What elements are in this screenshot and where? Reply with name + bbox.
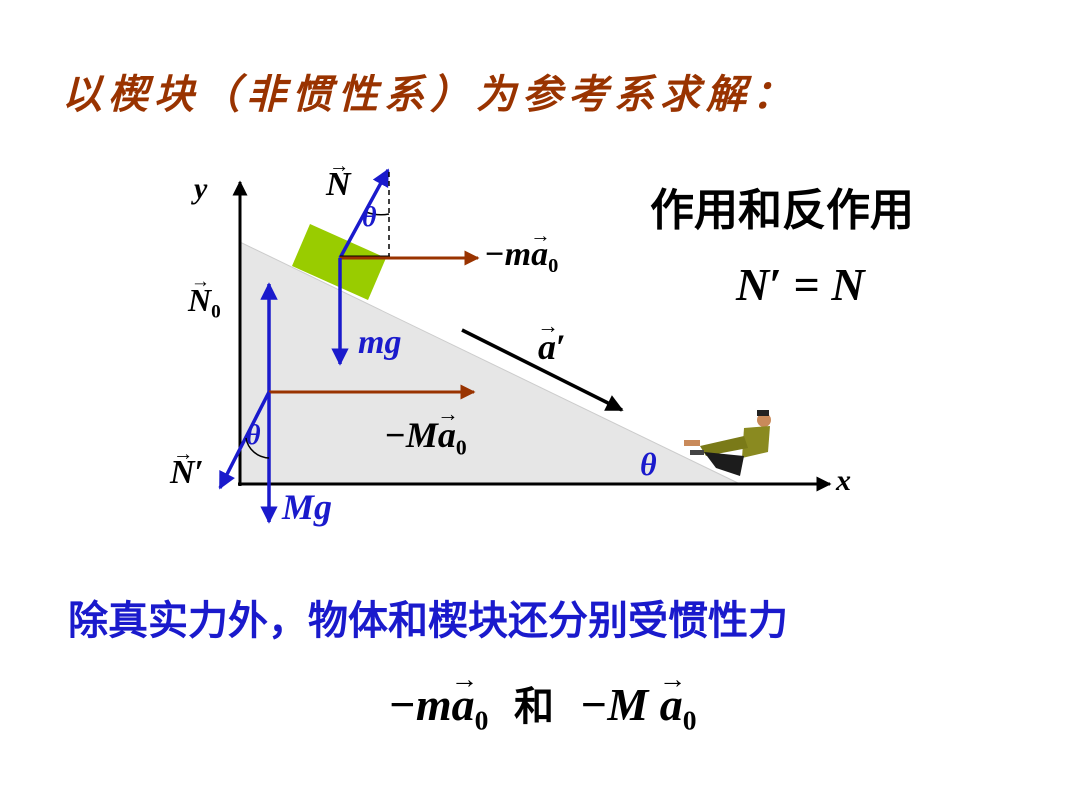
wedge xyxy=(239,241,741,485)
page-title: 以楔块（非惯性系）为参考系求解： xyxy=(62,71,798,118)
label-mg: mg xyxy=(358,324,402,361)
expr2: −M a0 xyxy=(579,679,696,736)
label-theta-block: θ xyxy=(362,202,377,233)
label-theta-incline: θ xyxy=(640,446,657,482)
angle-arc-block xyxy=(365,211,390,216)
person-figure xyxy=(684,410,771,476)
relative-acceleration-arrow xyxy=(461,328,624,412)
label-Mg: Mg xyxy=(282,487,333,527)
label-N: N xyxy=(326,166,351,204)
normal-force-N-arrow xyxy=(338,168,390,259)
label-theta-wedge: θ xyxy=(246,420,261,451)
y-axis-label: y xyxy=(194,172,208,205)
label-inertial-block: −ma0 xyxy=(484,236,558,278)
conclusion-text: 除真实力外，物体和楔块还分别受惯性力 xyxy=(68,598,788,644)
connector-and: 和 xyxy=(513,684,554,730)
action-reaction-equation: N′ = N xyxy=(736,259,865,310)
label-aprime: a′ xyxy=(538,326,566,368)
action-reaction-heading: 作用和反作用 xyxy=(650,185,914,236)
label-inertial-wedge: −Ma0 xyxy=(384,414,467,461)
conclusion-expression: −ma0 和 −M a0 xyxy=(388,674,697,737)
label-Nprime: N′ xyxy=(170,454,204,492)
expr1: −ma0 xyxy=(388,679,488,736)
angle-arc-wedge xyxy=(245,437,270,459)
label-N0: N0 xyxy=(188,282,221,324)
reaction-Nprime-arrow xyxy=(218,391,271,490)
x-axis-label: x xyxy=(836,464,851,497)
